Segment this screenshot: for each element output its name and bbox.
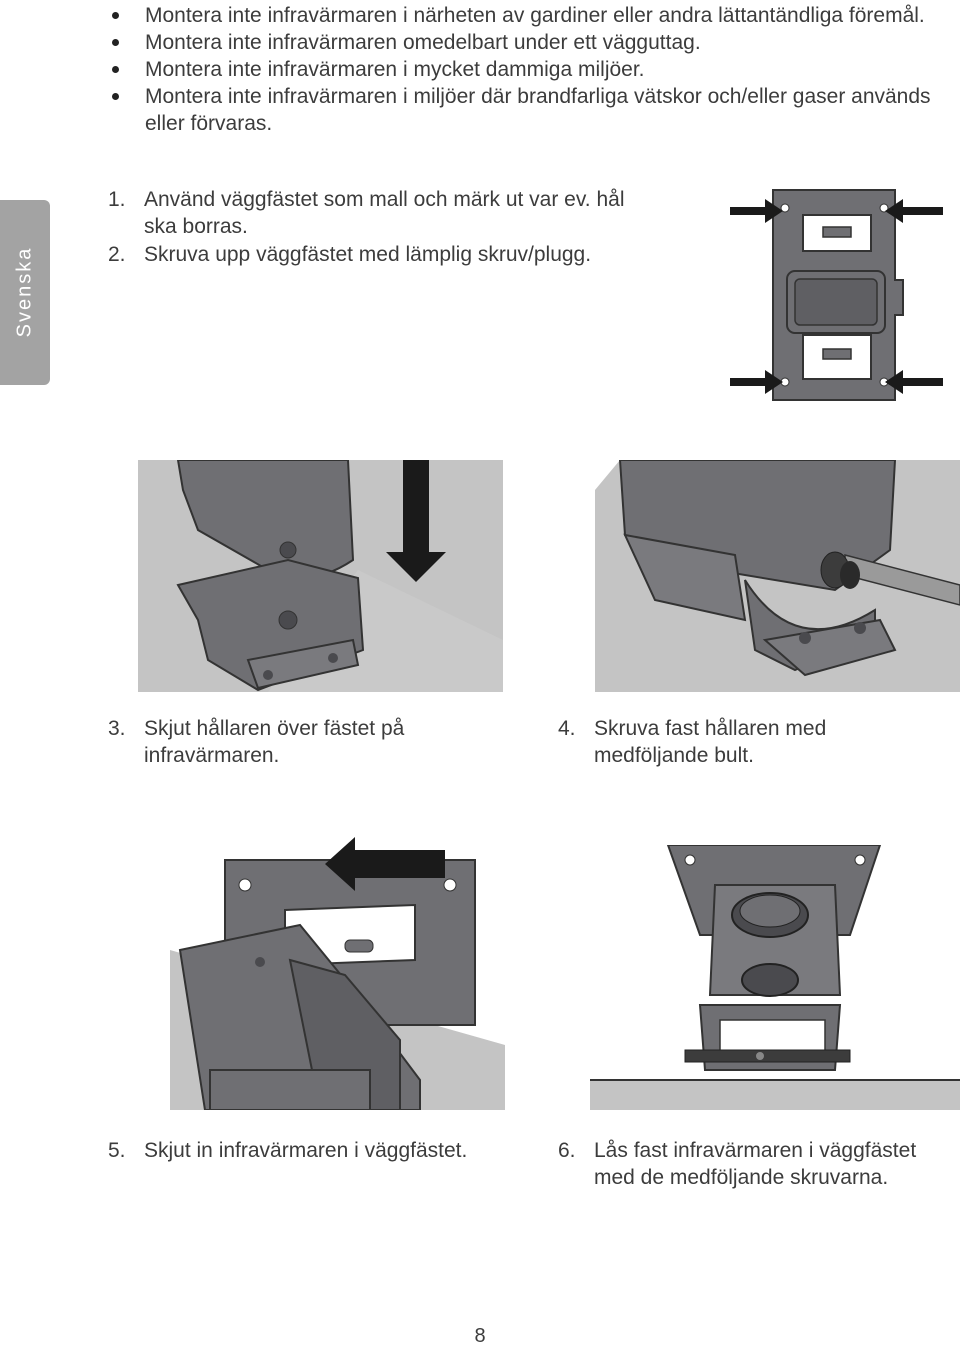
language-tab-label: Svenska (13, 246, 36, 338)
step-number: 3. (108, 717, 126, 740)
step-6: 6. Lås fast infravärmaren i väggfästet m… (558, 1137, 948, 1191)
page-number: 8 (474, 1325, 486, 1347)
step-text-line: infravärmaren. (144, 744, 280, 767)
step-text-line: med de medföljande skruvarna. (594, 1166, 889, 1189)
warning-item: Montera inte infravärmaren omedelbart un… (110, 29, 950, 56)
heater-slide-in-figure (170, 837, 505, 1110)
step-text-line: medföljande bult. (594, 744, 754, 767)
step-4: 4. Skruva fast hållaren med medföljande … (558, 715, 948, 769)
holder-slide-figure (138, 460, 503, 692)
warning-item: Montera inte infravärmaren i närheten av… (110, 2, 950, 29)
language-tab: Svenska (0, 200, 50, 385)
step-text-line: ska borras. (144, 215, 248, 238)
warning-item: Montera inte infravärmaren i mycket damm… (110, 56, 950, 83)
step-text-line: Lås fast infravärmaren i väggfästet (594, 1139, 917, 1162)
step-3: 3. Skjut hållaren över fästet på infravä… (108, 715, 508, 769)
wall-bracket-figure (730, 189, 943, 401)
step-text-line: Skruva upp väggfästet med lämplig skruv/… (144, 243, 592, 266)
step-1: 1. Använd väggfästet som mall och märk u… (108, 186, 708, 240)
heater-lock-figure (590, 845, 960, 1110)
step-number: 1. (108, 188, 126, 211)
step-number: 6. (558, 1139, 576, 1162)
step-2: 2. Skruva upp väggfästet med lämplig skr… (108, 241, 708, 268)
step-text-line: Skjut hållaren över fästet på (144, 717, 405, 740)
step-text-line: Använd väggfästet som mall och märk ut v… (144, 188, 625, 211)
step-number: 2. (108, 243, 126, 266)
step-number: 5. (108, 1139, 126, 1162)
step-text-line: Skjut in infravärmaren i väggfästet. (144, 1139, 468, 1162)
holder-bolt-figure (595, 460, 960, 692)
step-5: 5. Skjut in infravärmaren i väggfästet. (108, 1137, 528, 1164)
step-number: 4. (558, 717, 576, 740)
warning-list: Montera inte infravärmaren i närheten av… (110, 2, 950, 137)
step-text-line: Skruva fast hållaren med (594, 717, 827, 740)
warning-item: Montera inte infravärmaren i miljöer där… (110, 83, 950, 137)
